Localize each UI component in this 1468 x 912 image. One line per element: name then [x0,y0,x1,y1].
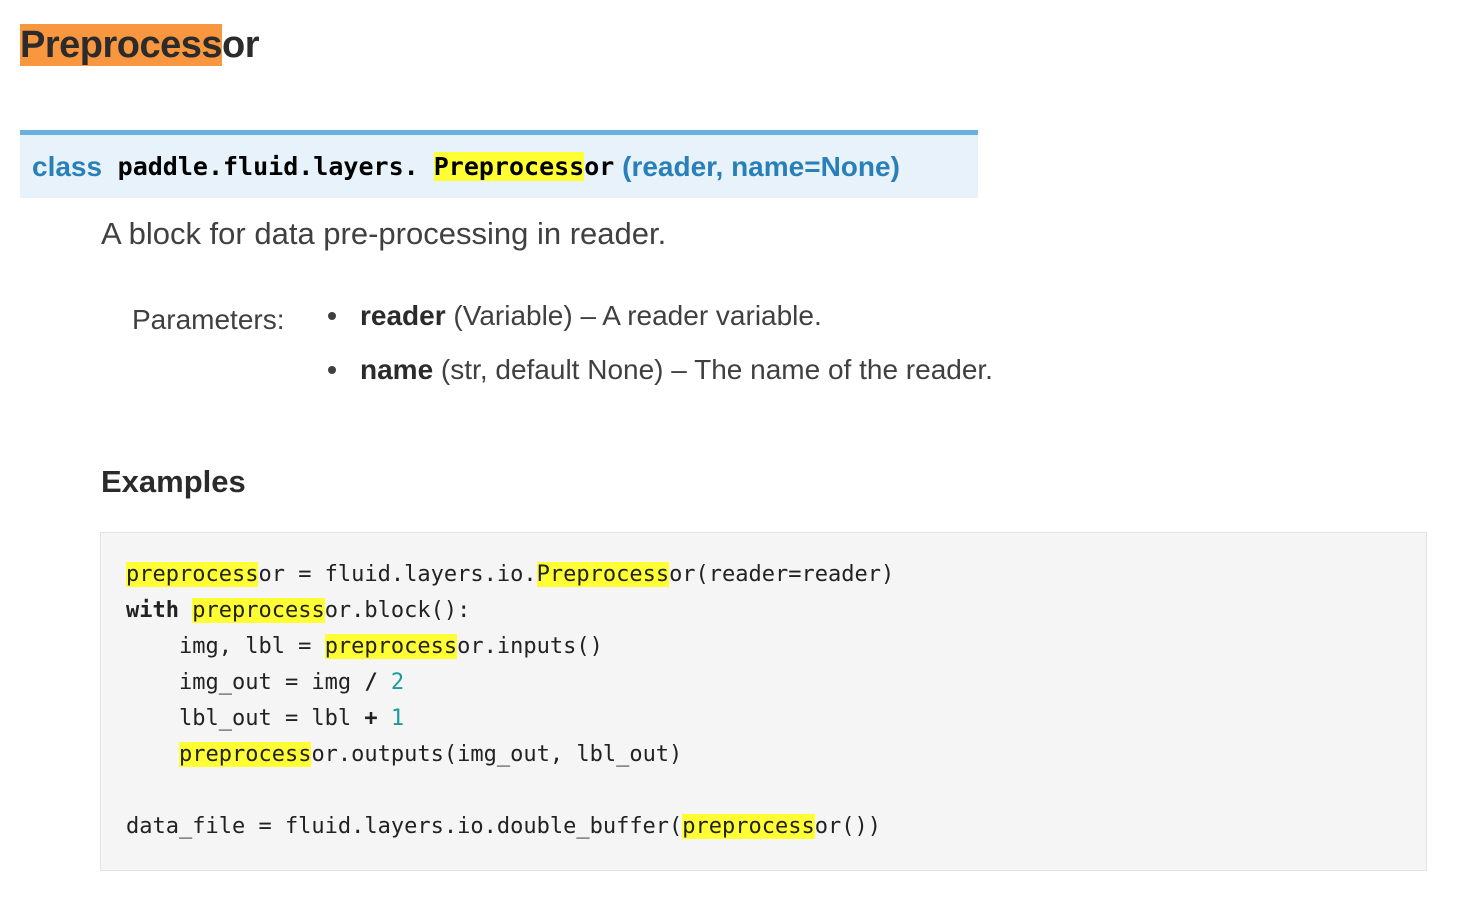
code-token: with [126,598,179,623]
code-token: + [364,706,378,731]
parameters-label: Parameters: [132,304,285,335]
page-title: Preprocessor [20,22,260,68]
code-token [179,598,192,623]
code-token: lbl_out = lbl [126,706,365,731]
code-token: img_out = img [126,670,365,695]
code-line: lbl_out = lbl + 1 [126,701,1426,737]
code-line: img_out = img / 2 [126,665,1426,701]
code-line: preprocessor = fluid.layers.io.Preproces… [126,557,1426,593]
code-search-highlight: preprocess [126,562,259,587]
parameters-list: reader (Variable) – A reader variable. n… [328,300,1128,408]
parameter-item: reader (Variable) – A reader variable. [328,300,1128,354]
code-token: data_file = fluid.layers.io.double_buffe… [126,814,683,839]
class-name-highlight: Preprocess [433,152,585,181]
code-token: or()) [814,814,881,839]
module-path: paddle.fluid.layers. [117,152,434,181]
parameter-name: reader [360,300,446,331]
parameter-desc: (str, default None) – The name of the re… [433,354,993,385]
code-search-highlight: preprocess [178,742,312,767]
code-line [126,773,1426,809]
code-token [378,706,391,731]
code-token: 1 [390,706,405,731]
code-line: data_file = fluid.layers.io.double_buffe… [126,809,1426,845]
class-name-rest: or [584,152,615,181]
code-token [378,670,391,695]
code-token: img, lbl = [126,634,325,659]
class-args: (reader, name=None) [614,150,900,182]
parameter-desc: (Variable) – A reader variable. [445,300,822,331]
code-line: preprocessor.outputs(img_out, lbl_out) [126,737,1426,773]
code-token: 2 [390,670,405,695]
examples-heading: Examples [101,464,246,499]
code-token [126,742,179,767]
code-search-highlight: Preprocess [536,562,670,587]
code-token: / [364,670,378,695]
code-token: or.block(): [324,598,471,623]
code-search-highlight: preprocess [324,634,458,659]
title-search-highlight: Preprocess [20,24,223,66]
class-keyword: class [32,150,103,182]
code-token: or.inputs() [457,634,603,659]
code-token: or = fluid.layers.io. [258,562,537,587]
code-block: preprocessor = fluid.layers.io.Preproces… [100,532,1427,871]
code-line: with preprocessor.block(): [126,593,1426,629]
code-token: or.outputs(img_out, lbl_out) [311,742,683,767]
code-search-highlight: preprocess [192,598,325,623]
code-token: or(reader=reader) [669,562,895,587]
code-search-highlight: preprocess [682,814,815,839]
parameter-name: name [360,354,434,385]
class-description: A block for data pre-processing in reade… [101,216,667,251]
parameter-item: name (str, default None) – The name of t… [328,354,1128,408]
title-rest: or [222,24,260,66]
code-line: img, lbl = preprocessor.inputs() [126,629,1426,665]
